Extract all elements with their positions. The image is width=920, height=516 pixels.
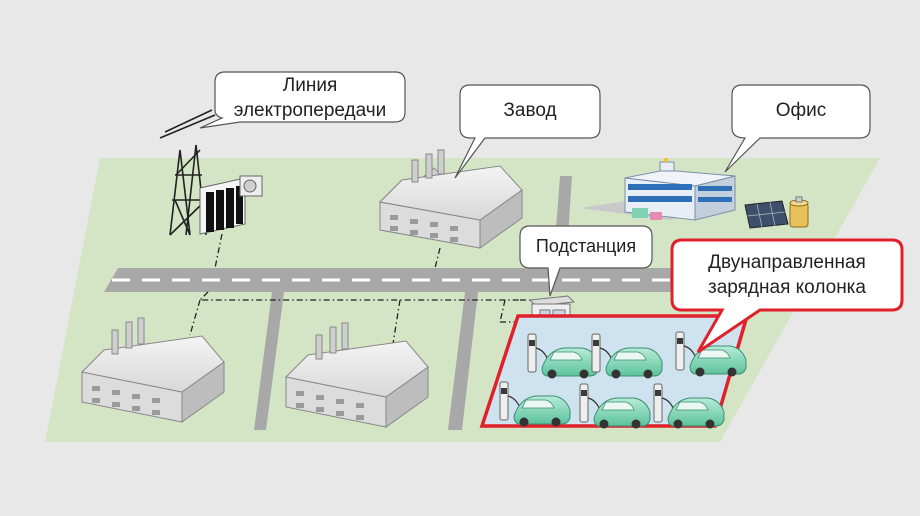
charger-label-line2: зарядная колонка bbox=[708, 277, 866, 298]
power-equipment bbox=[199, 175, 263, 235]
factory-bottom-middle bbox=[284, 322, 429, 428]
charging-spot-4 bbox=[499, 381, 571, 427]
battery bbox=[789, 196, 809, 228]
charging-spot-3 bbox=[675, 331, 747, 377]
factory-top bbox=[378, 149, 523, 249]
ev-charging-cars bbox=[499, 331, 747, 429]
side-road-2 bbox=[448, 292, 478, 430]
charging-spot-5 bbox=[579, 383, 651, 429]
power-line-label: Линия электропередачи bbox=[215, 73, 405, 123]
power-line-label-line2: электропередачи bbox=[233, 100, 387, 121]
charging-spot-6 bbox=[653, 383, 725, 429]
power-line-label-line1: Линия bbox=[282, 75, 338, 96]
charging-spot-1 bbox=[527, 333, 599, 379]
substation-label: Подстанция bbox=[535, 236, 637, 256]
callout-charger bbox=[670, 238, 904, 354]
side-road-1 bbox=[254, 292, 284, 430]
factory-label: Завод bbox=[503, 100, 557, 121]
callout-power-line bbox=[199, 71, 406, 129]
callout-substation bbox=[519, 225, 653, 297]
callout-factory bbox=[454, 84, 601, 179]
factory-bottom-left bbox=[80, 317, 225, 423]
charging-spot-2 bbox=[591, 333, 663, 379]
charger-label: Двунаправленная зарядная колонка bbox=[672, 250, 902, 300]
solar-panel bbox=[744, 200, 789, 229]
office-label: Офис bbox=[775, 100, 827, 121]
callout-office bbox=[724, 84, 871, 173]
office-building bbox=[580, 158, 736, 221]
charger-label-line1: Двунаправленная bbox=[708, 252, 866, 273]
